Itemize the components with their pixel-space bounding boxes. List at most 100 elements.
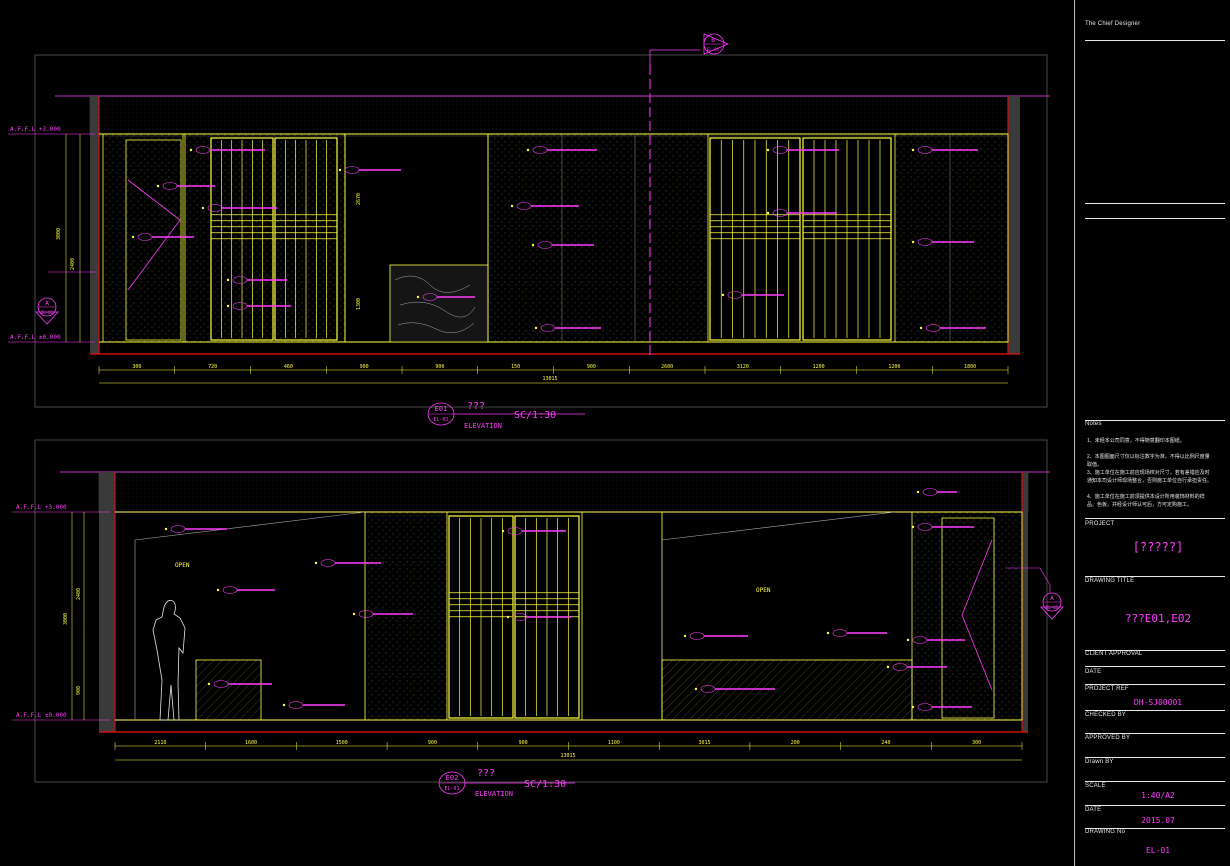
tb-rule-14	[1085, 805, 1225, 806]
d1-label-0: 300	[132, 364, 141, 370]
stair-profile-2	[134, 511, 366, 720]
vertical-dims-2: 3000 2400 900	[63, 512, 85, 720]
designer-label: The Chief Designer	[1085, 21, 1141, 27]
l2-tag-3	[320, 559, 336, 567]
door-frame-left-1	[125, 139, 182, 341]
section-mark-label-2: A	[1050, 595, 1054, 602]
l2-tag-12	[288, 701, 304, 709]
elevation-scale-2: SC/1:30	[524, 779, 566, 790]
drawing-no-value: EL-01	[1145, 846, 1171, 855]
wall-panel-center-1	[487, 133, 709, 343]
elevation-sheet-2: EL-01	[444, 786, 459, 792]
marble-panel-1	[389, 264, 489, 343]
elevation-subtitle-1: ELEVATION	[464, 422, 502, 430]
tb-rule-9	[1085, 684, 1225, 685]
tb-rule-4	[1085, 420, 1225, 421]
d1-label-9: 1200	[813, 364, 825, 370]
level-markers-1: A.F.F.L +3.000 A.F.F.L ±0.000	[8, 126, 95, 343]
tb-rule-3	[1085, 218, 1225, 219]
d1-label-8: 3120	[737, 364, 749, 370]
l1-tag-1	[344, 166, 360, 174]
level-top-label-2: A.F.F.L +3.000	[16, 504, 67, 511]
l1-dot-17	[919, 326, 923, 330]
d1-label-4: 900	[435, 364, 444, 370]
lattice-screen-1	[210, 137, 338, 341]
d1-label-5: 150	[511, 364, 520, 370]
ceiling-band-1	[89, 95, 1018, 137]
l2-dot-7	[506, 615, 510, 619]
l2-dot-15	[911, 705, 915, 709]
elevation-sheet-1: EL-01	[433, 417, 448, 423]
d2-label-6: 3015	[699, 740, 711, 746]
level-markers-2: A.F.F.L +3.000 A.F.F.L ±0.000	[12, 504, 110, 721]
viewport-frame-2	[34, 439, 1048, 783]
note-1: 1、未经本公司同意，不得随意翻印本图纸。	[1087, 438, 1185, 444]
d2-label-4: 900	[519, 740, 528, 746]
title-block: The Chief Designer Notes 1、未经本公司同意，不得随意翻…	[1074, 0, 1230, 866]
vdim-1-0: 3000	[56, 228, 62, 240]
note-4: 4、施工单位在施工前须提供本设计所用装饰材料的样品、色板，并经设计师认可后，方可…	[1087, 494, 1205, 508]
l1-dot-5	[510, 204, 514, 208]
door-swing-left-1	[127, 179, 181, 291]
elevation-e01: A.F.F.L +3.000 A.F.F.L ±0.000 3000 2400 …	[8, 33, 1050, 430]
vdim-2-0: 3000	[63, 613, 69, 625]
checked-by-label: CHECKED BY	[1085, 712, 1127, 718]
l1-tag-14	[727, 291, 743, 299]
l1-tag-10	[772, 209, 788, 217]
d1-label-10: 1200	[888, 364, 900, 370]
date-value: 2015.07	[1141, 816, 1175, 825]
date2-label: DATE	[1085, 807, 1102, 813]
l2-dot-0	[164, 527, 168, 531]
opening-2	[581, 511, 663, 721]
elevation-scale-1: SC/1:30	[514, 410, 556, 421]
dim-total-2: 13015	[560, 753, 575, 759]
l1-dot-14	[721, 293, 725, 297]
tb-rule-11	[1085, 733, 1225, 734]
right-wall-2	[1022, 472, 1028, 732]
project-ref-label: PROJECT REF	[1085, 686, 1129, 692]
open-label-2b: OPEN	[756, 587, 771, 594]
l1-tag-6	[772, 146, 788, 154]
tb-rule-7	[1085, 650, 1225, 651]
note-3: 3、施工单位在施工前应现场校对尺寸，若有差错应及时通知本司设计师现场整合，否则施…	[1087, 470, 1213, 484]
door-swing-right-2	[961, 539, 993, 691]
marble-veins-1	[394, 275, 476, 334]
project-ref-value: DH-SJ00001	[1133, 698, 1183, 707]
elevation-name-2: ???	[477, 768, 495, 779]
screen-bay-1	[184, 133, 346, 343]
level-bottom-label-2: A.F.F.L ±0.000	[16, 712, 67, 719]
l2-dot-12	[282, 703, 286, 707]
drawing-no-label: DRAWING No	[1085, 829, 1126, 835]
door-frame-right-2	[941, 517, 995, 719]
section-mark-label-1: A	[45, 300, 49, 307]
elevation-e02: A.F.F.L +3.000 A.F.F.L ±0.000 3000 2400 …	[12, 439, 1064, 798]
section-mark-sheet-2: EL-01	[1046, 605, 1059, 610]
lattice-screen-3	[448, 515, 580, 719]
wall-panel-2a	[364, 511, 448, 721]
elevation-title-2: E02 EL-01 ??? SC/1:30 ELEVATION	[438, 768, 575, 798]
dim-total-1: 13015	[542, 376, 557, 382]
l1-dot-4	[201, 206, 205, 210]
vertical-dims-1: 3000 2400 2670 1300	[56, 134, 362, 342]
l1-dot-13	[416, 295, 420, 299]
elevation-subtitle-2: ELEVATION	[475, 790, 513, 798]
vdim-1-1: 2400	[70, 258, 76, 270]
tb-rule-13	[1085, 781, 1225, 782]
ceiling-band-2	[98, 471, 1029, 513]
d1-label-6: 900	[587, 364, 596, 370]
level-top-label-1: A.F.F.L +3.000	[10, 126, 61, 133]
scale-label: SCALE	[1085, 783, 1106, 789]
human-scale-figure	[152, 599, 186, 721]
d1-label-7: 2600	[661, 364, 673, 370]
vdim-1-3: 1300	[356, 298, 362, 310]
open-label-2a: OPEN	[175, 562, 190, 569]
elevation-title-1: E01 EL-01 ??? SC/1:30 ELEVATION	[427, 401, 585, 430]
note-2: 2、本图图面尺寸仅以标注数字为准，不得以比例尺度量取值。	[1087, 454, 1210, 468]
vdim-2-1: 2400	[76, 588, 82, 600]
d2-label-9: 300	[972, 740, 981, 746]
material-leaders-2	[164, 488, 974, 711]
l1-dot-11	[911, 240, 915, 244]
d2-label-2: 1500	[336, 740, 348, 746]
d2-label-3: 900	[428, 740, 437, 746]
